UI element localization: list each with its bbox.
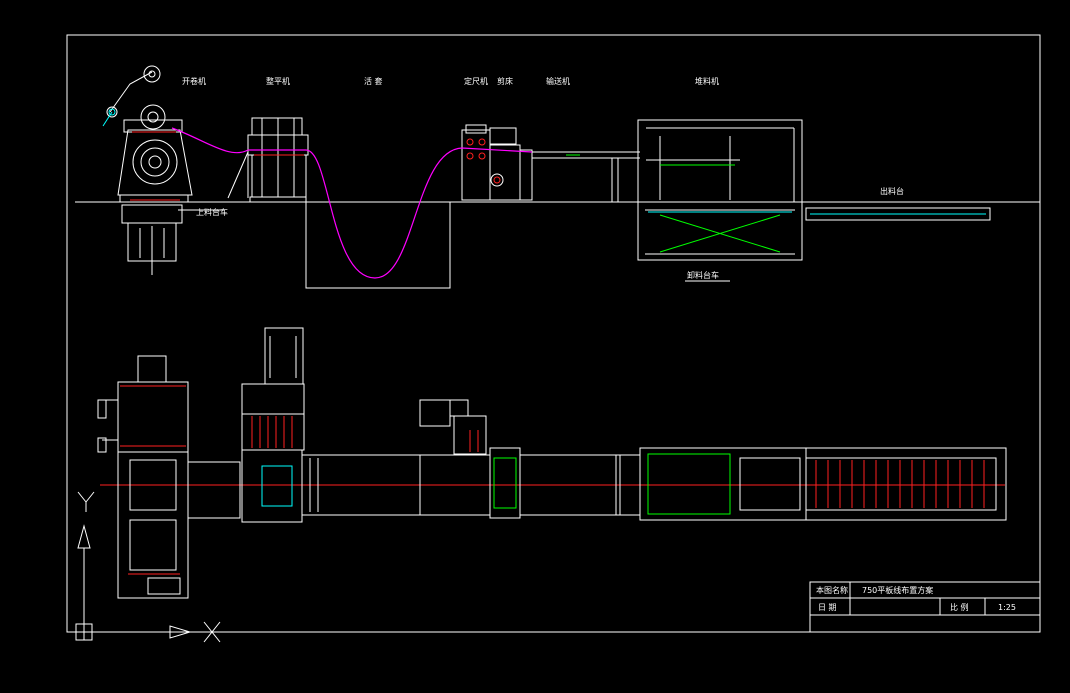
title-scale-label: 比 例 (950, 602, 969, 612)
plan-sizer-red (469, 430, 479, 452)
plan-stacker (639, 447, 807, 521)
label-sizer: 定尺机 (464, 76, 488, 86)
elevation-view (75, 65, 1040, 289)
plan-uncoiler-red (120, 385, 186, 575)
plan-sizer (419, 399, 521, 519)
strip-path (171, 127, 533, 279)
label-discharge: 出料台 (880, 186, 904, 196)
scissor-lift (659, 214, 781, 253)
plan-view (97, 327, 1007, 599)
discharge-table (805, 207, 991, 221)
label-conveyor: 输送机 (546, 76, 570, 86)
plan-leveler (241, 327, 305, 523)
plan-discharge (805, 447, 1007, 521)
plan-leveler-rolls (251, 416, 293, 448)
uncoiler-red-marks (130, 131, 180, 201)
label-leveler: 整平机 (266, 76, 290, 86)
label-loop: 活 套 (364, 76, 383, 86)
label-uncoiler: 开卷机 (182, 76, 206, 86)
plan-leveler-cyan (261, 465, 293, 507)
title-name-label: 本图名称 (816, 585, 848, 595)
plan-entry-table (187, 461, 241, 519)
uncoiler (106, 65, 225, 275)
loop-pit (305, 202, 451, 289)
uncoiler-cyan-marks (102, 108, 116, 127)
sizer-red-marks (466, 138, 501, 184)
title-block (809, 581, 1041, 633)
plan-stacker-green (647, 453, 731, 515)
label-stacker: 堆料机 (695, 76, 719, 86)
label-shear: 剪床 (497, 76, 513, 86)
title-scale-value: 1:25 (998, 603, 1016, 612)
label-loading-car: 上料台车 (196, 207, 228, 217)
title-name-value: 750平板线布置方案 (862, 585, 933, 595)
stacker (637, 119, 803, 261)
ucs-axis-icon (75, 491, 221, 643)
drawing-border (66, 34, 1041, 633)
label-unloading-car: 卸料台车 (687, 270, 719, 280)
title-date-label: 日 期 (818, 603, 837, 612)
conveyor (532, 151, 640, 202)
plan-uncoiler (97, 355, 189, 599)
plan-discharge-rollers (815, 460, 985, 508)
plan-sizer-green (493, 457, 517, 509)
sizer-shear (461, 124, 533, 201)
leveler (227, 117, 309, 203)
